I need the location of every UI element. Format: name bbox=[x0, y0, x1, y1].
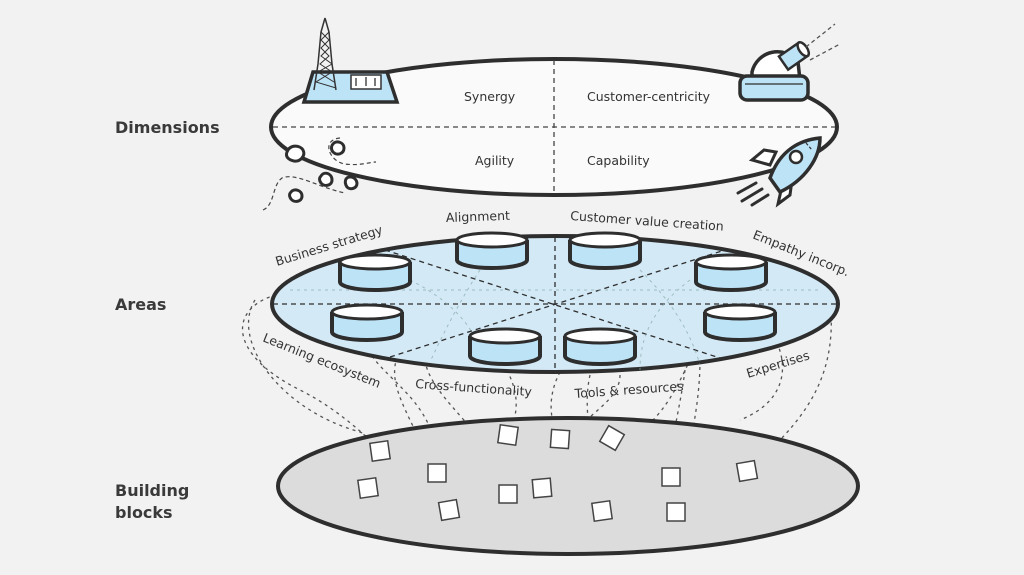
block-icon[interactable] bbox=[357, 477, 379, 499]
block-icon[interactable] bbox=[666, 502, 686, 522]
block-icon[interactable] bbox=[437, 498, 461, 522]
block-icon[interactable] bbox=[661, 467, 681, 487]
cylinder-icon[interactable] bbox=[563, 327, 637, 366]
area-label-customer-value-creation: Customer value creation bbox=[570, 208, 725, 234]
dimension-agility: Agility bbox=[475, 153, 515, 168]
layer-label-building-blocks-line1: Building bbox=[115, 481, 190, 500]
observatory-icon bbox=[738, 23, 841, 102]
area-label-tools-resources: Tools & resources bbox=[573, 378, 684, 401]
dimension-synergy: Synergy bbox=[464, 89, 516, 104]
building-blocks-layer bbox=[276, 416, 860, 556]
dimension-capability: Capability bbox=[587, 153, 650, 168]
cylinder-icon[interactable] bbox=[694, 253, 768, 292]
block-icon[interactable] bbox=[427, 463, 447, 483]
layer-label-building-blocks: Building blocks bbox=[115, 480, 189, 524]
cylinder-icon[interactable] bbox=[338, 253, 412, 292]
layer-label-dimensions: Dimensions bbox=[115, 118, 220, 137]
block-icon[interactable] bbox=[549, 428, 571, 450]
cylinder-icon[interactable] bbox=[568, 231, 642, 270]
block-icon[interactable] bbox=[498, 484, 518, 504]
cylinder-icon[interactable] bbox=[703, 303, 777, 342]
cylinder-icon[interactable] bbox=[468, 327, 542, 366]
cylinder-icon[interactable] bbox=[330, 303, 404, 342]
dimension-dividers bbox=[273, 60, 835, 195]
block-icon[interactable] bbox=[531, 477, 553, 499]
asteroids-icon bbox=[285, 140, 359, 203]
area-label-cross-functionality: Cross-functionality bbox=[415, 376, 533, 399]
dimension-customer-centricity: Customer-centricity bbox=[587, 89, 711, 104]
control-panel-icon bbox=[350, 74, 382, 90]
asteroid-trails bbox=[262, 137, 377, 211]
block-icon[interactable] bbox=[735, 459, 759, 483]
area-label-alignment: Alignment bbox=[446, 208, 511, 225]
layer-label-building-blocks-line2: blocks bbox=[115, 503, 173, 522]
block-icon[interactable] bbox=[591, 500, 613, 522]
rocket-icon bbox=[736, 136, 822, 208]
cylinder-icon[interactable] bbox=[455, 231, 529, 270]
layer-label-areas: Areas bbox=[115, 295, 167, 314]
block-icon[interactable] bbox=[497, 424, 519, 446]
block-icon[interactable] bbox=[369, 440, 391, 462]
